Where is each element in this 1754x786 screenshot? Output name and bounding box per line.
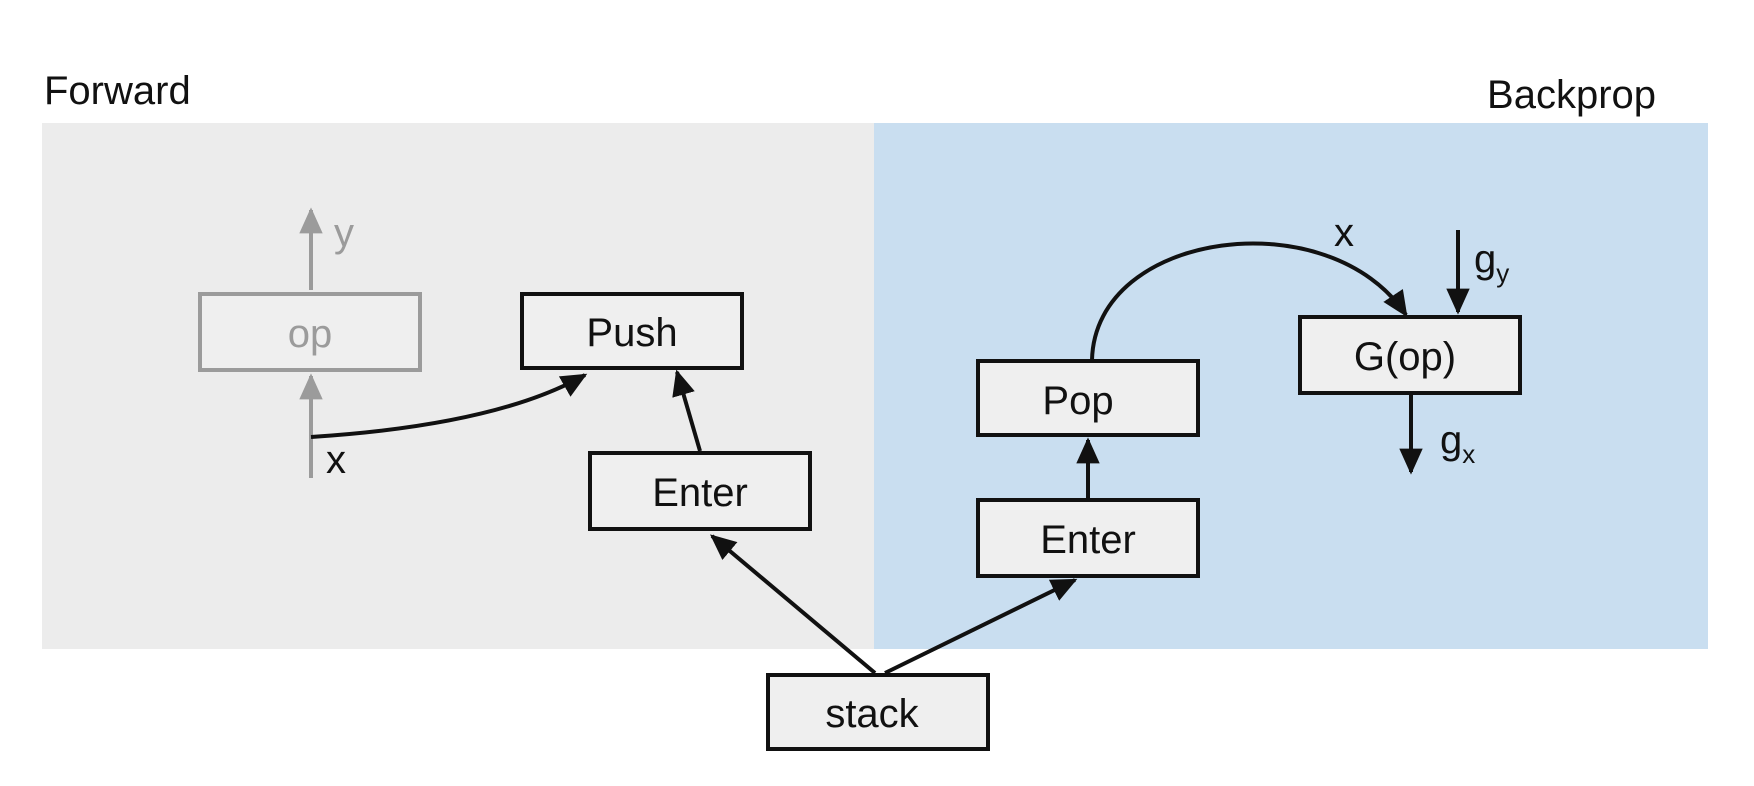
op-node-label: op [288,312,333,356]
stack-node-label: stack [825,692,919,736]
stack-to-forward-enter-edge [710,534,877,675]
push-node-label: Push [586,311,677,355]
op-output-y-label: y [334,211,354,255]
gop-node-label: G(op) [1354,335,1456,379]
x-to-push-edge [310,373,588,439]
stack-node: stack [766,673,990,751]
pop-to-gop-x-label: x [1334,211,1354,255]
forward-enter-node-label: Enter [652,471,748,515]
op-input-x-label: x [326,438,346,482]
gx-label-sub: x [1462,439,1475,469]
backprop-enter-node: Enter [976,498,1200,578]
forward-enter-node: Enter [588,451,812,531]
pop-node-label: Pop [1042,379,1113,423]
gx-label-base: g [1440,418,1462,462]
forward-op-group: op y x [198,207,422,482]
backprop-title: Backprop [1487,73,1656,117]
pop-node: Pop [976,359,1200,437]
backprop-enter-node-label: Enter [1040,518,1136,562]
forward-title: Forward [44,69,191,113]
gop-node: G(op) [1298,315,1522,395]
op-node [198,292,422,372]
gy-label-sub: y [1496,258,1509,288]
forward-enter-to-push-edge [672,369,702,452]
push-node: Push [520,292,744,370]
forward-panel [42,123,874,649]
gy-label: gy [1474,237,1509,288]
pop-to-gop-edge [1090,241,1408,361]
gx-label: gx [1440,418,1475,469]
gy-label-base: g [1474,237,1496,281]
stack-to-backprop-enter-edge [884,578,1078,675]
